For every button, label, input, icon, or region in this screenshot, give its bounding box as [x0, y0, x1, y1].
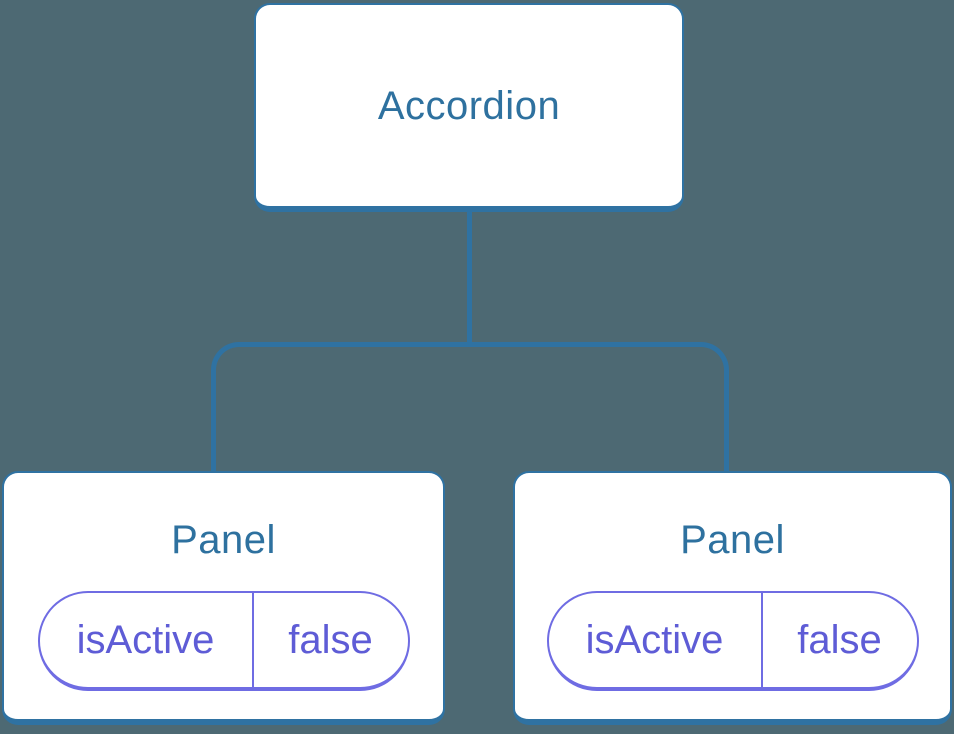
state-key-right: isActive	[549, 593, 763, 687]
state-pill-right: isActive false	[546, 591, 919, 691]
state-value-left: false	[288, 617, 373, 662]
state-value-right: false	[797, 617, 882, 662]
panel-node-right-label: Panel	[680, 518, 785, 562]
state-pill-left: isActive false	[37, 591, 410, 691]
connector-root-to-bracket	[467, 212, 472, 344]
panel-node-left: Panel isActive false	[2, 471, 445, 725]
panel-node-left-label: Panel	[171, 518, 276, 562]
accordion-node: Accordion	[254, 3, 684, 212]
connector-bracket	[211, 342, 729, 471]
accordion-node-label: Accordion	[377, 83, 561, 128]
panel-node-right: Panel isActive false	[513, 471, 952, 725]
state-key-left: isActive	[40, 593, 254, 687]
